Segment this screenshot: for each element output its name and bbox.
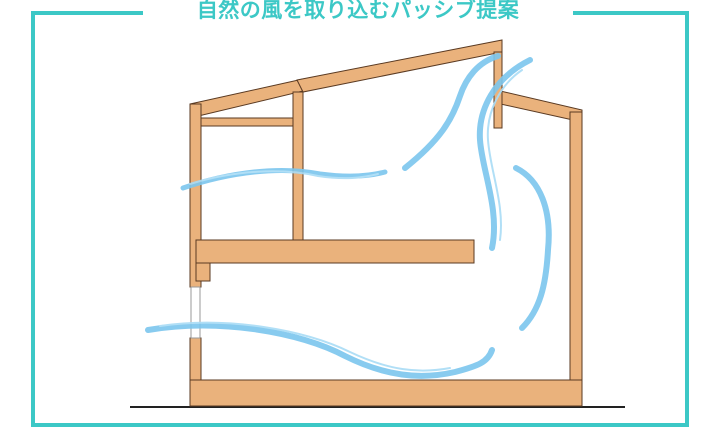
first-floor-band	[195, 262, 211, 282]
roof-upper	[296, 39, 503, 93]
wind-flow-right-side	[513, 165, 552, 331]
wind-flow-updraft-right	[476, 57, 533, 251]
wind-flow-updraft-left	[402, 53, 501, 171]
wind-flow-updraft-streak	[486, 69, 523, 241]
wind-flows	[145, 53, 552, 379]
upper-room-ceiling	[200, 117, 298, 127]
window-opening	[190, 286, 201, 339]
wind-flow-upper-room	[180, 168, 388, 191]
wind-flow-lower-floor	[145, 322, 495, 379]
diagram-title: 自然の風を取り込むパッシブ提案	[143, 0, 573, 23]
roof-left	[189, 78, 304, 119]
roof-right	[495, 89, 583, 123]
wind-flow-lower-floor-streak	[159, 321, 451, 372]
interior-wall	[292, 91, 304, 243]
house-structure	[189, 39, 583, 407]
foundation	[189, 379, 583, 407]
second-floor-slab	[195, 239, 475, 264]
right-wall	[569, 111, 583, 388]
wind-flow-upper-room-streak	[189, 170, 379, 185]
